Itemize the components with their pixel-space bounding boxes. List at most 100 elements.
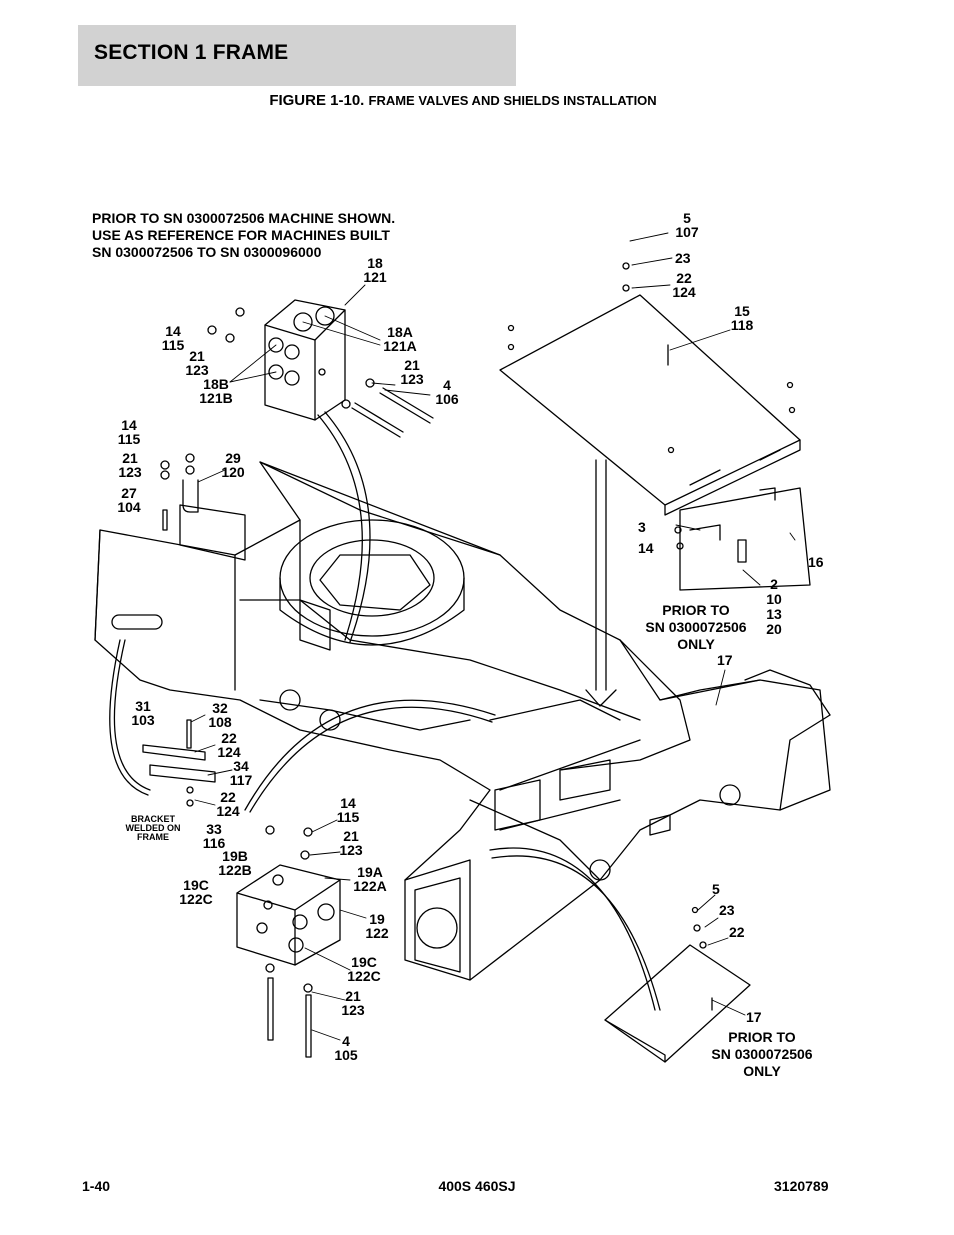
- callout-line: 116: [202, 835, 226, 851]
- note-line: PRIOR TO: [662, 602, 730, 618]
- note-line: ONLY: [743, 1063, 781, 1079]
- note-line: PRIOR TO: [728, 1029, 796, 1045]
- callout-line: 29: [225, 450, 241, 466]
- callout-line: 115: [117, 431, 141, 447]
- note-line: FRAME: [137, 832, 169, 842]
- callout-line: 4: [342, 1033, 350, 1049]
- callout-line: 124: [217, 744, 241, 760]
- callout-line: 115: [161, 337, 185, 353]
- callout-line: 18: [367, 255, 383, 271]
- callout-line: 122B: [218, 862, 252, 878]
- callout-line: 14: [121, 417, 137, 433]
- callout-line: 107: [675, 224, 699, 240]
- side-shield: [679, 487, 811, 591]
- callout-line: 14: [638, 540, 654, 556]
- note-bracket-welded: BRACKET WELDED ON FRAME: [118, 815, 188, 842]
- callout-line: 19A: [357, 864, 383, 880]
- note-line: ONLY: [677, 636, 715, 652]
- callout-line: 10: [766, 591, 782, 607]
- callout-line: 123: [118, 464, 142, 480]
- callout-line: 108: [208, 714, 232, 730]
- callout-line: 18A: [387, 324, 413, 340]
- callout: 14: [638, 541, 654, 555]
- callout-line: 122A: [353, 878, 387, 894]
- callout-line: 121A: [383, 338, 417, 354]
- callout-line: 105: [334, 1047, 358, 1063]
- note-line: WELDED ON: [125, 823, 181, 833]
- callout-line: 14: [165, 323, 181, 339]
- callout-line: 2: [770, 576, 778, 592]
- callout-line: 19C: [351, 954, 377, 970]
- callout-line: 124: [672, 284, 696, 300]
- upper-valve-block: [264, 299, 346, 421]
- figure-caption: FIGURE 1-10. FRAME VALVES AND SHIELDS IN…: [0, 92, 926, 109]
- callout-line: 19B: [222, 848, 248, 864]
- callout: 17: [717, 653, 733, 667]
- callout-line: 22: [729, 924, 745, 940]
- callout-line: 122C: [347, 968, 381, 984]
- callout: 23: [675, 251, 691, 265]
- callout-line: 3: [638, 519, 646, 535]
- callout-line: 17: [746, 1009, 762, 1025]
- callout-line: 33: [206, 821, 222, 837]
- note-prior-to-sn-side-shield: PRIOR TO SN 0300072506 ONLY: [638, 602, 754, 653]
- figure-label: FIGURE 1-10.: [269, 92, 365, 109]
- callout-line: 123: [400, 371, 424, 387]
- callout-line: 103: [131, 712, 155, 728]
- callout: 22: [729, 925, 745, 939]
- callout-line: 18B: [203, 376, 229, 392]
- footer-doc-number: 3120789: [774, 1178, 829, 1194]
- callout-line: 22: [221, 730, 237, 746]
- callout-line: 32: [212, 700, 228, 716]
- footer-model: 400S 460SJ: [438, 1178, 516, 1194]
- callout-line: 23: [675, 250, 691, 266]
- callout-line: 104: [117, 499, 141, 515]
- callout-line: 21: [404, 357, 420, 373]
- installation-arrows: [109, 411, 661, 1011]
- callout-line: 21: [189, 348, 205, 364]
- callout-line: 120: [221, 464, 245, 480]
- callout-line: 5: [683, 210, 691, 226]
- callout-leader-lines: [190, 232, 796, 1041]
- section-header-bar: SECTION 1 FRAME: [78, 25, 516, 86]
- note-applicability: PRIOR TO SN 0300072506 MACHINE SHOWN. US…: [92, 210, 395, 261]
- callout-line: 123: [341, 1002, 365, 1018]
- note-line: BRACKET: [131, 814, 175, 824]
- note-prior-to-sn-bottom-plate: PRIOR TO SN 0300072506 ONLY: [704, 1029, 820, 1080]
- callout-line: 20: [766, 621, 782, 637]
- callout-line: 17: [717, 652, 733, 668]
- callout-line: 22: [220, 789, 236, 805]
- callout-line: 21: [343, 828, 359, 844]
- note-line: SN 0300072506: [645, 619, 747, 635]
- note-line: SN 0300072506: [711, 1046, 813, 1062]
- callout-line: 115: [336, 809, 360, 825]
- callout-line: 117: [229, 772, 253, 788]
- callout: 17: [746, 1010, 762, 1024]
- callout-line: 16: [808, 554, 824, 570]
- callout-line: 21: [345, 988, 361, 1004]
- bracket-plates: [142, 744, 216, 783]
- callout-line: 13: [766, 606, 782, 622]
- top-shield-plate: [499, 294, 801, 516]
- note-line: USE AS REFERENCE FOR MACHINES BUILT: [92, 227, 390, 243]
- callout: 3: [638, 520, 646, 534]
